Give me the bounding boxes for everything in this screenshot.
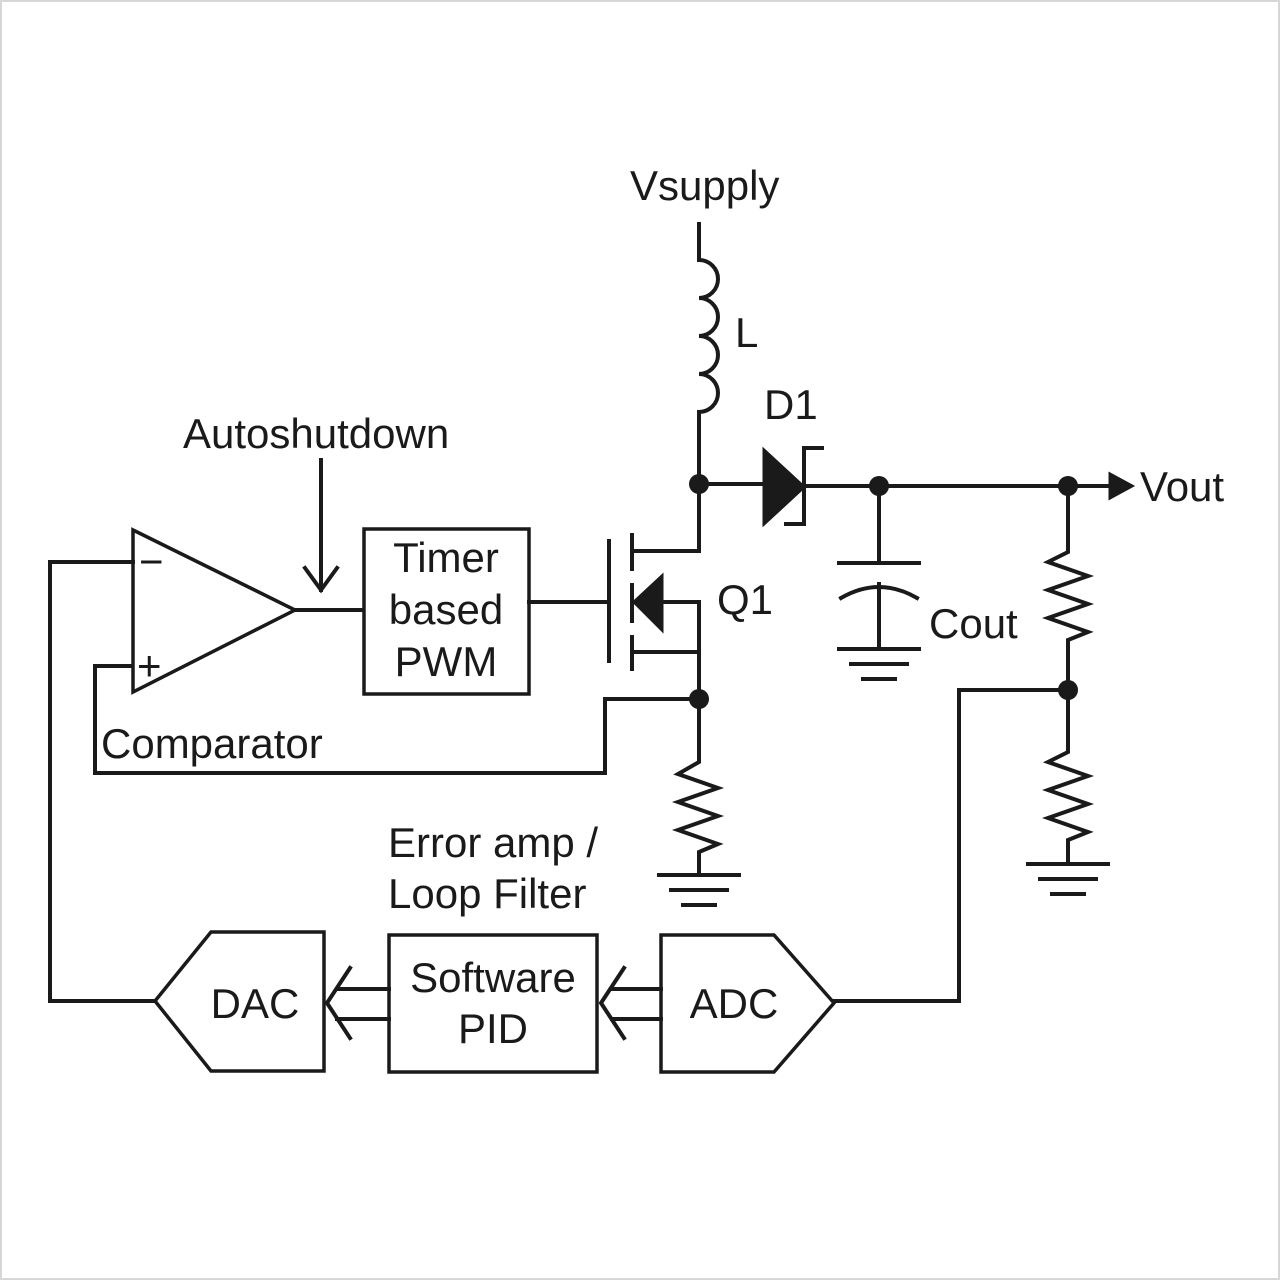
sense-resistor — [671, 697, 725, 877]
capacitor-Cout — [837, 484, 921, 651]
junction-sense-node — [689, 689, 709, 709]
divider-resistor-bottom — [1041, 688, 1095, 866]
label-transistor: Q1 — [717, 576, 773, 623]
adc-block — [659, 933, 837, 1074]
software-pid-box — [387, 933, 599, 1074]
junction-divider-tap — [1058, 680, 1078, 700]
label-comparator-plus: + — [137, 642, 162, 689]
mosfet-Q1 — [607, 533, 701, 671]
vout-arrowhead — [1108, 471, 1136, 501]
ground-symbol-sense — [657, 873, 741, 907]
label-vsupply: Vsupply — [630, 162, 779, 209]
current-sense-feedback-wire — [93, 664, 701, 775]
timer-pwm-box — [362, 527, 531, 696]
label-timer-line2: based — [389, 586, 503, 633]
divider-resistor-top — [1041, 484, 1095, 692]
label-pid-line2: PID — [458, 1005, 528, 1052]
label-pid-line1: Software — [410, 954, 576, 1001]
ground-symbol-divider — [1026, 862, 1110, 896]
label-autoshutdown: Autoshutdown — [183, 410, 449, 457]
inductor-L — [696, 257, 720, 415]
dac-to-comparator-wire — [48, 560, 157, 1003]
label-diode: D1 — [764, 381, 818, 428]
label-timer-line3: PWM — [395, 638, 498, 685]
diode-D1 — [762, 446, 824, 528]
adc-to-pid-bus-arrow — [598, 965, 663, 1041]
label-error-amp-line1: Error amp / — [388, 819, 598, 866]
label-error-amp-line2: Loop Filter — [388, 870, 586, 917]
divider-to-adc-wire — [832, 688, 1070, 1003]
junction-output-node — [1058, 476, 1078, 496]
label-inductor: L — [735, 309, 758, 356]
junction-switch-node — [689, 474, 709, 494]
drain-wire — [630, 482, 701, 553]
ground-symbol-cap — [837, 647, 921, 681]
label-vout: Vout — [1140, 463, 1224, 510]
pid-to-dac-bus-arrow — [324, 965, 391, 1041]
label-comparator: Comparator — [101, 720, 323, 767]
comparator-symbol — [131, 527, 299, 695]
label-capacitor: Cout — [929, 600, 1018, 647]
junction-cap-node — [869, 476, 889, 496]
dac-block — [152, 930, 326, 1073]
label-comparator-minus: − — [139, 538, 164, 585]
label-timer-line1: Timer — [393, 534, 499, 581]
label-dac: DAC — [211, 980, 300, 1027]
label-adc: ADC — [690, 980, 779, 1027]
